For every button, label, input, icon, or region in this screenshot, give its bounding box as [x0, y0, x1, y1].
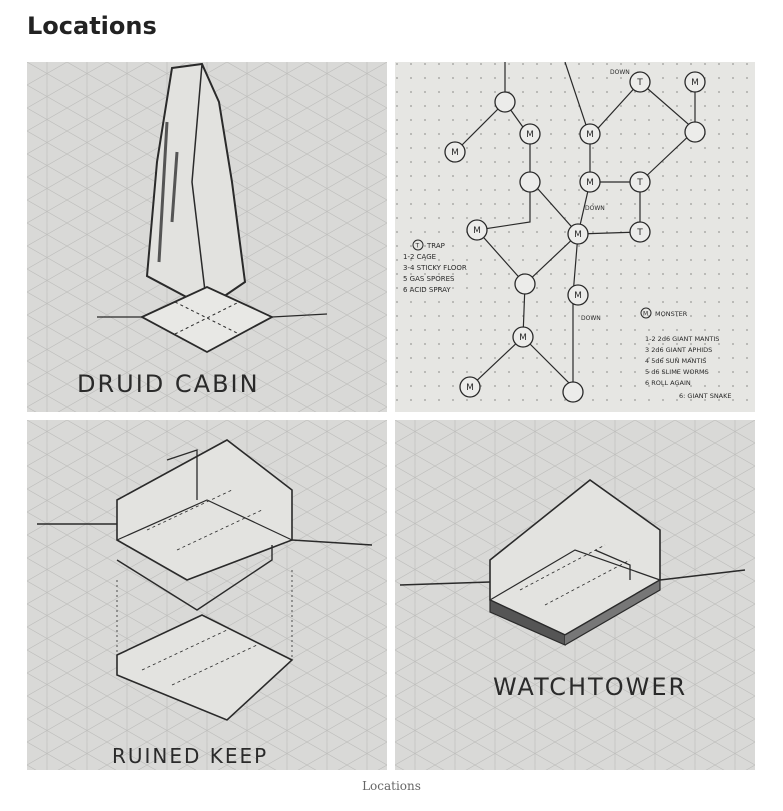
monster-node-label: M	[574, 291, 582, 301]
trap-node-label: T	[636, 228, 643, 238]
image-gallery: DRUID CABIN	[27, 62, 755, 770]
down-annotation: DOWN	[585, 205, 605, 212]
gallery-caption: Locations	[362, 779, 421, 793]
monster-legend-entry: 3 2d6 GIANT APHIDS	[645, 346, 712, 354]
ruined-keep-label: RUINED KEEP	[112, 744, 268, 768]
monster-legend-entry: 4 5d6 SUN MANTIS	[645, 357, 706, 365]
trap-legend: T TRAP 1-2 CAGE 3-4 STICKY FLOOR 5 GAS S…	[403, 239, 467, 294]
trap-node-label: T	[636, 78, 643, 88]
monster-legend-entry: 5 d6 SLIME WORMS	[645, 368, 709, 376]
monster-legend-title: MONSTER	[655, 310, 688, 318]
monster-node-label: M	[586, 130, 594, 140]
trap-legend-entry: 6 ACID SPRAY	[403, 286, 451, 294]
monster-node-label: M	[451, 148, 459, 158]
down-annotation: DOWN	[610, 69, 630, 76]
watchtower-image[interactable]: WATCHTOWER	[395, 420, 755, 770]
monster-node-label: M	[586, 178, 594, 188]
down-annotation: DOWN	[581, 315, 601, 322]
ruined-keep-image[interactable]: RUINED KEEP	[27, 420, 387, 770]
ruined-keep-sketch: RUINED KEEP	[27, 420, 387, 770]
monster-legend-entry: 6: GIANT SNAKE	[679, 392, 732, 400]
monster-node-label: M	[519, 333, 527, 343]
trap-legend-entry: 5 GAS SPORES	[403, 275, 455, 283]
druid-cabin-label: DRUID CABIN	[77, 370, 260, 398]
trap-legend-title: TRAP	[426, 242, 445, 250]
trap-legend-entry: 1-2 CAGE	[403, 253, 436, 261]
dungeon-map-image[interactable]: M M M M M M M M M M T T T DOWN DOWN	[395, 62, 755, 412]
trap-node-label: T	[636, 178, 643, 188]
watchtower-sketch: WATCHTOWER	[395, 420, 755, 770]
trap-legend-symbol: T	[415, 243, 420, 250]
monster-legend-entry: 6 ROLL AGAIN	[645, 379, 691, 387]
druid-cabin-sketch: DRUID CABIN	[27, 62, 387, 412]
trap-legend-entry: 3-4 STICKY FLOOR	[403, 264, 467, 272]
page-title: Locations	[27, 12, 157, 40]
dungeon-map-sketch: M M M M M M M M M M T T T DOWN DOWN	[395, 62, 755, 412]
monster-legend: M MONSTER 1-2 2d6 GIANT MANTIS 3 2d6 GIA…	[640, 307, 732, 400]
monster-node-label: M	[466, 383, 474, 393]
monster-legend-symbol: M	[643, 311, 648, 318]
monster-node-label: M	[691, 78, 699, 88]
monster-legend-entry: 1-2 2d6 GIANT MANTIS	[645, 335, 719, 343]
watchtower-label: WATCHTOWER	[493, 673, 687, 701]
monster-node-label: M	[574, 230, 582, 240]
druid-cabin-image[interactable]: DRUID CABIN	[27, 62, 387, 412]
map-nodes: M M M M M M M M M M T T T DOWN DOWN	[444, 69, 706, 403]
monster-node-label: M	[473, 226, 481, 236]
monster-node-label: M	[526, 130, 534, 140]
